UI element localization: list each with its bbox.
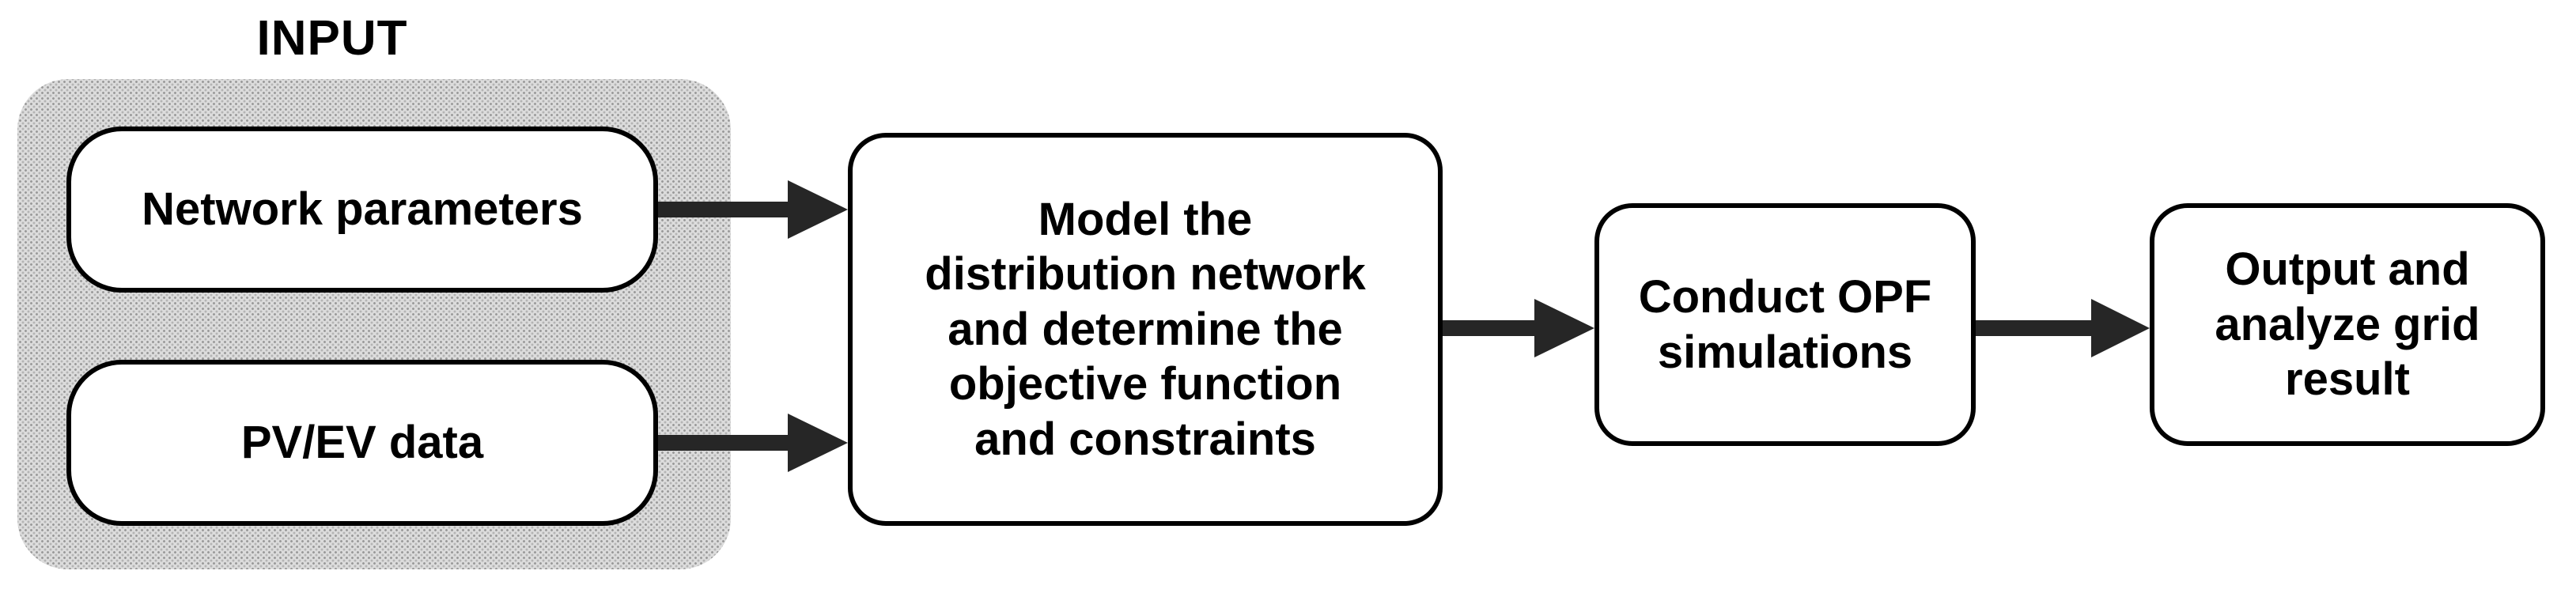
network-parameters-box: Network parameters [66,127,658,293]
input-group-title: INPUT [256,11,408,66]
conduct-opf-box: Conduct OPF simulations [1594,203,1976,446]
pv-ev-data-box: PV/EV data [66,360,658,526]
model-network-box: Model the distribution network and deter… [848,133,1443,526]
arrow-model-to-opf [1443,299,1594,357]
arrow-opf-to-output [1976,299,2150,357]
output-analyze-box: Output and analyze grid result [2150,203,2545,446]
